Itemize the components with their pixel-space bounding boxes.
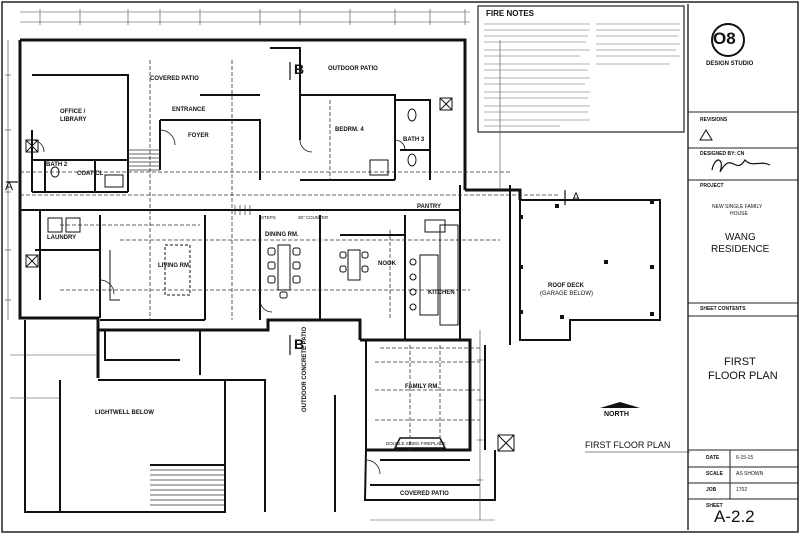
project-name-line-2: RESIDENCE [711,244,770,255]
room-label-foyer: FOYER [188,133,209,139]
firm-name: DESIGN STUDIO [706,61,754,67]
room-label-living: LIVING RM. [158,263,191,269]
room-label-outdoor-concrete-patio: OUTDOOR CONCRETE PATIO [302,326,308,412]
room-label-pantry: PANTRY [417,204,441,210]
north-arrow-icon [600,402,640,408]
job-label: JOB [706,487,717,493]
designed-by-label: DESIGNED BY: CN [700,151,745,157]
project-label: PROJECT [700,183,724,189]
room-label-outdoor-patio: OUTDOOR PATIO [328,66,378,72]
room-label-office: OFFICE / [60,109,86,115]
counter-label: 36" COUNTER [298,215,329,220]
scale-label: SCALE [706,471,723,477]
room-label-coat-closet: COAT CL [77,171,104,177]
scale-value: AS SHOWN [736,471,764,477]
room-label-library: LIBRARY [60,117,87,123]
project-type-line-2: HOUSE [730,211,748,217]
sheet-number: A-2.2 [714,507,755,526]
room-label-covered-patio-top: COVERED PATIO [150,76,199,82]
room-label-kitchen: KITCHEN [428,290,455,296]
sheet-title-line-1: FIRST [724,356,756,368]
room-label-laundry: LAUNDRY [47,235,77,241]
project-name-line-1: WANG [725,232,756,243]
revisions-label: REVISIONS [700,117,728,123]
section-marker-b-bottom: B [294,336,305,352]
firm-logo-text: O8 [713,29,736,48]
sheet-contents-label: SHEET CONTENTS [700,306,746,312]
room-label-lightwell: LIGHTWELL BELOW [95,410,154,416]
room-label-garage-below: (GARAGE BELOW) [540,291,594,297]
sheet-title-line-2: FLOOR PLAN [708,370,778,382]
room-label-roof-deck: ROOF DECK [548,283,584,289]
date-value: 6-15-15 [736,455,754,461]
plan-title: FIRST FLOOR PLAN [585,440,671,450]
date-label: DATE [706,455,720,461]
room-label-bedroom: BEDRM. 4 [335,127,364,133]
room-label-family: FAMILY RM. [405,384,440,390]
job-value: 1702 [736,487,748,493]
room-label-nook: NOOK [378,261,396,267]
section-marker-b-top: B [294,61,305,77]
section-marker-a-right: A [572,190,581,204]
room-label-covered-patio-bottom: COVERED PATIO [400,491,449,497]
section-marker-a-left: A [5,179,14,193]
room-label-bath-left: BATH 2 [46,162,68,168]
sheet-label: SHEET [706,503,723,509]
project-type-line-1: NEW SINGLE FAMILY [712,204,763,210]
firm-logo-icon [711,23,745,57]
fireplace-label: DOUBLE SIDED FIREPLACE [386,441,446,446]
north-label: NORTH [604,411,629,418]
fire-notes-title: FIRE NOTES [486,9,535,18]
room-label-entrance: ENTRANCE [172,107,206,113]
steps-label: STEPS [261,215,276,220]
room-label-dining: DINING RM. [265,232,299,238]
room-label-bath-right: BATH 3 [403,137,425,143]
